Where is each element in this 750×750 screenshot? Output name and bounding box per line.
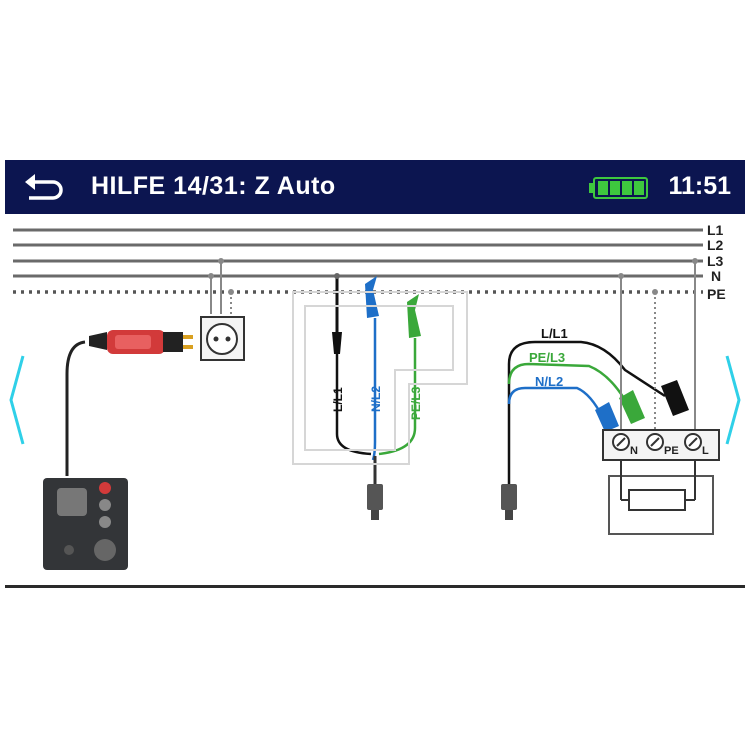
- battery-icon: [589, 177, 648, 199]
- watermark-logo: [292, 291, 468, 465]
- bus-label-l1: L1: [707, 222, 724, 238]
- adapter-label-black: L/L1: [541, 326, 568, 341]
- clock: 11:51: [668, 172, 731, 200]
- wiring-diagram: L1 L2 L3 N PE: [13, 222, 726, 570]
- help-screen: HILFE 14/31: Z Auto 11:51 L1 L2 L3 N PE: [5, 160, 745, 588]
- probe-label-blue: N/L2: [369, 386, 383, 412]
- next-page-arrow-icon[interactable]: [721, 350, 745, 450]
- back-arrow-icon[interactable]: [21, 170, 65, 204]
- terminal-label-pe: PE: [664, 445, 679, 457]
- adapter-cable: L/L1 PE/L3 N/L2: [501, 326, 689, 520]
- plug-adapter: [65, 330, 193, 476]
- bus-label-pe: PE: [707, 286, 726, 302]
- terminal-label-n: N: [630, 445, 638, 457]
- bus-label-l2: L2: [707, 237, 724, 253]
- probe-label-black: L/L1: [331, 387, 345, 412]
- adapter-label-green: PE/L3: [529, 350, 565, 365]
- previous-page-arrow-icon[interactable]: [5, 350, 29, 450]
- bus-lines: [13, 228, 703, 294]
- title-bar: HILFE 14/31: Z Auto 11:51: [5, 160, 745, 214]
- bus-label-n: N: [711, 268, 721, 284]
- test-instrument: [43, 478, 128, 570]
- terminal-label-l: L: [702, 445, 709, 457]
- page-title: HILFE 14/31: Z Auto: [91, 172, 336, 200]
- bus-label-l3: L3: [707, 253, 724, 269]
- wall-socket: [200, 258, 245, 361]
- terminal-block: N PE L: [602, 258, 720, 535]
- adapter-label-blue: N/L2: [535, 374, 563, 389]
- probe-label-green: PE/L3: [409, 386, 423, 420]
